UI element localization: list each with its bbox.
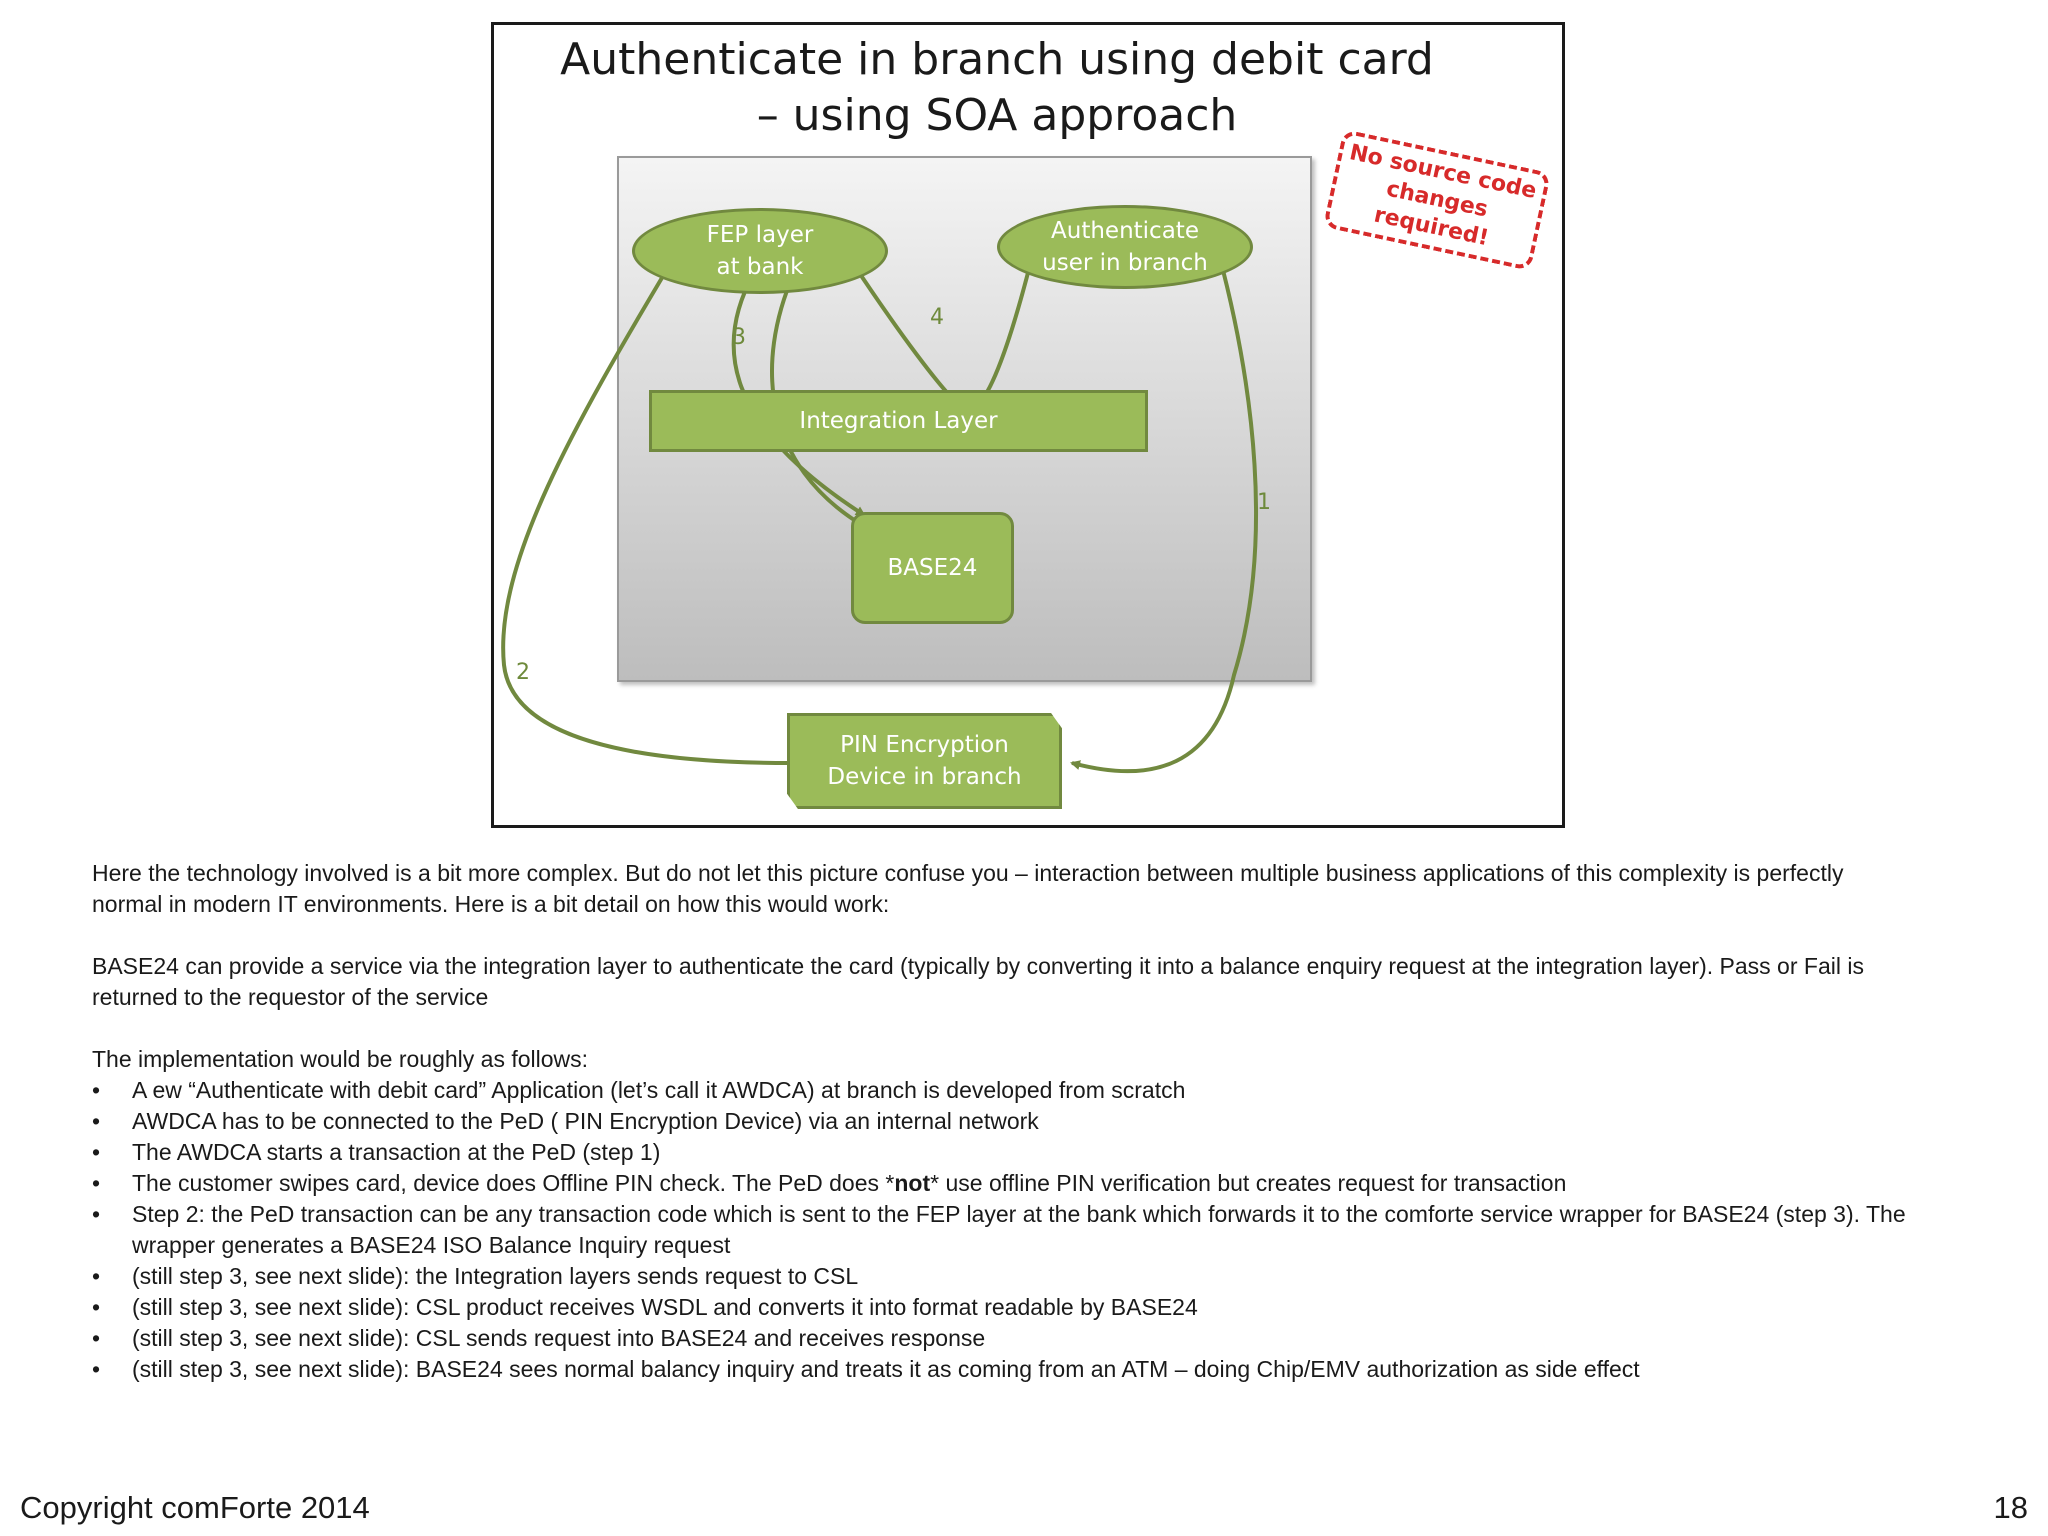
intro-paragraph-2-line1: BASE24 can provide a service via the int… xyxy=(92,953,1864,979)
fep-layer-label-line2: at bank xyxy=(716,254,804,280)
bullet-text-4-bold: not xyxy=(894,1170,931,1196)
arrow-step2 xyxy=(501,259,791,765)
list-item: (still step 3, see next slide): CSL prod… xyxy=(92,1292,1972,1323)
diagram-title-line1: Authenticate in branch using debit card xyxy=(560,34,1434,85)
integration-layer-label: Integration Layer xyxy=(799,408,998,434)
base24-node: BASE24 xyxy=(851,512,1014,624)
list-item: (still step 3, see next slide): CSL send… xyxy=(92,1323,1972,1354)
list-item: The customer swipes card, device does Of… xyxy=(92,1168,1972,1199)
bullet-text-2: AWDCA has to be connected to the PeD ( P… xyxy=(132,1108,1039,1134)
arrow-step3-down xyxy=(731,272,866,517)
notes-text: Here the technology involved is a bit mo… xyxy=(92,858,1972,1385)
list-item: (still step 3, see next slide): BASE24 s… xyxy=(92,1354,1972,1385)
arrow-step4 xyxy=(852,263,1033,413)
intro-paragraph-2-line2: returned to the requestor of the service xyxy=(92,984,489,1010)
fep-layer-label-line1: FEP layer xyxy=(706,222,814,248)
bullet-text-4-post: * use offline PIN verification but creat… xyxy=(930,1170,1567,1196)
intro-paragraph-1-line1: Here the technology involved is a bit mo… xyxy=(92,860,1844,886)
bullet-text-6: (still step 3, see next slide): the Inte… xyxy=(132,1263,859,1289)
list-item: Step 2: the PeD transaction can be any t… xyxy=(92,1199,1972,1261)
implementation-heading: The implementation would be roughly as f… xyxy=(92,1046,589,1072)
bullet-text-4-pre: The customer swipes card, device does Of… xyxy=(132,1170,895,1196)
step-label-4: 4 xyxy=(930,305,944,330)
ped-label-line2: Device in branch xyxy=(827,764,1022,790)
base24-label: BASE24 xyxy=(887,555,978,581)
diagram-title-line2: – using SOA approach xyxy=(756,90,1238,141)
list-item: A ew “Authenticate with debit card” Appl… xyxy=(92,1075,1972,1106)
page-number: 18 xyxy=(1993,1490,2028,1525)
implementation-list: A ew “Authenticate with debit card” Appl… xyxy=(92,1075,1972,1385)
pin-encryption-device-node: PIN Encryption Device in branch xyxy=(787,713,1062,809)
bullet-text-7: (still step 3, see next slide): CSL prod… xyxy=(132,1294,1198,1320)
list-item: AWDCA has to be connected to the PeD ( P… xyxy=(92,1106,1972,1137)
authenticate-label-line1: Authenticate xyxy=(1051,218,1199,244)
list-item: (still step 3, see next slide): the Inte… xyxy=(92,1261,1972,1292)
bullet-text-8: (still step 3, see next slide): CSL send… xyxy=(132,1325,986,1351)
authenticate-label-line2: user in branch xyxy=(1042,250,1208,276)
fep-layer-node: FEP layer at bank xyxy=(632,208,888,294)
bullet-text-5-line1: Step 2: the PeD transaction can be any t… xyxy=(132,1201,1906,1227)
copyright-footer: Copyright comForte 2014 xyxy=(20,1490,370,1525)
bullet-text-3: The AWDCA starts a transaction at the Pe… xyxy=(132,1139,661,1165)
bullet-text-1: A ew “Authenticate with debit card” Appl… xyxy=(132,1077,1186,1103)
bullet-text-5-line2: wrapper generates a BASE24 ISO Balance I… xyxy=(132,1232,731,1258)
ped-label-line1: PIN Encryption xyxy=(840,732,1009,758)
intro-paragraph-1-line2: normal in modern IT environments. Here i… xyxy=(92,891,890,917)
list-item: The AWDCA starts a transaction at the Pe… xyxy=(92,1137,1972,1168)
integration-layer-node: Integration Layer xyxy=(649,390,1148,452)
step-label-2: 2 xyxy=(516,660,530,685)
bullet-text-9: (still step 3, see next slide): BASE24 s… xyxy=(132,1356,1640,1382)
step-label-1: 1 xyxy=(1257,490,1271,515)
diagram-figure: Authenticate in branch using debit card … xyxy=(491,22,1565,828)
step-label-3: 3 xyxy=(732,325,746,350)
authenticate-user-node: Authenticate user in branch xyxy=(997,205,1253,289)
arrow-step1 xyxy=(1070,250,1259,774)
